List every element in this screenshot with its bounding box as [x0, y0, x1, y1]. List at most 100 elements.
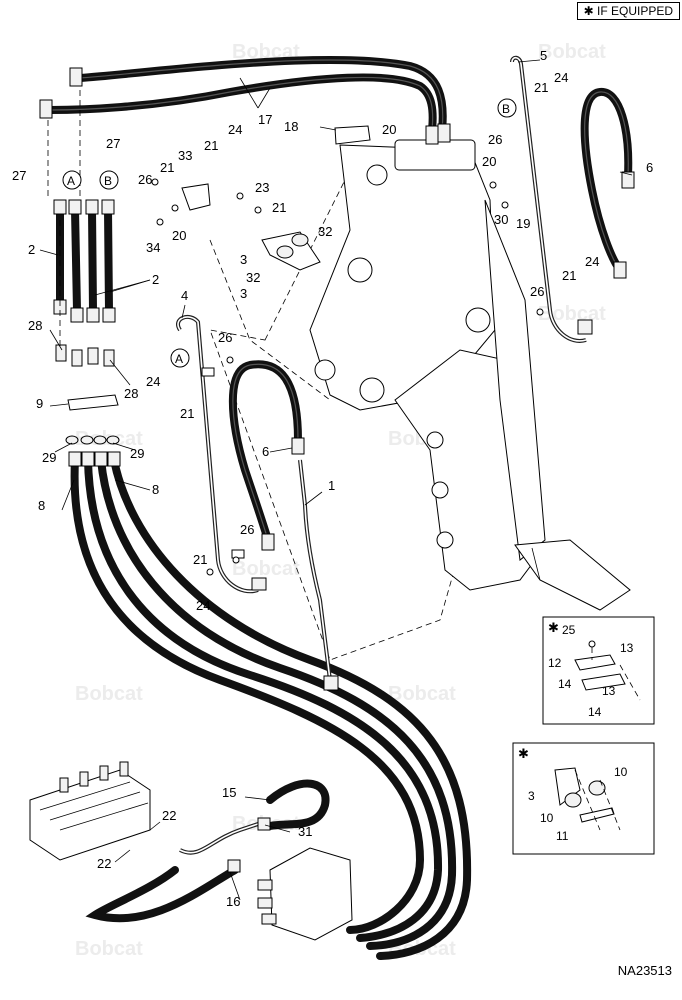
hoses-8: [68, 451, 472, 960]
hose-17: [39, 55, 451, 145]
callout-14: 14: [558, 677, 572, 691]
fitting: [425, 125, 439, 145]
bracket-33: [181, 183, 211, 211]
control-valve: [29, 761, 151, 861]
callout-10: 10: [540, 811, 554, 825]
bracket-9: [67, 394, 119, 411]
watermark: Bobcat: [538, 41, 606, 63]
callout-21: 21: [534, 80, 548, 95]
callout-34: 34: [146, 240, 160, 255]
tube-4: [176, 314, 267, 594]
callout-21: 21: [204, 138, 218, 153]
callout-16: 16: [226, 894, 240, 909]
callout-22: 22: [97, 856, 111, 871]
callout-20: 20: [482, 154, 496, 169]
callout-23: 23: [255, 180, 269, 195]
watermark: Bobcat: [75, 938, 143, 960]
callout-29: 29: [130, 446, 144, 461]
callout-24: 24: [554, 70, 568, 85]
callout-6: 6: [646, 160, 653, 175]
callout-17: 17: [258, 112, 272, 127]
hose-6-right: [580, 88, 635, 279]
callout-18: 18: [284, 119, 298, 134]
bracket-7: [334, 125, 371, 145]
callout-24: 24: [146, 374, 160, 389]
callout-13: 13: [602, 684, 616, 698]
callout-26: 26: [218, 330, 232, 345]
callout-21: 21: [160, 160, 174, 175]
hoses-15-16: [85, 779, 330, 923]
watermark: Bobcat: [388, 683, 456, 705]
callout-5: 5: [540, 48, 547, 63]
callout-32: 32: [318, 224, 332, 239]
callout-20: 20: [382, 122, 396, 137]
callout-28: 28: [28, 318, 42, 333]
ref-marker-a: A: [67, 174, 75, 188]
callout-32: 32: [246, 270, 260, 285]
callout-3: 3: [240, 252, 247, 267]
callout-26: 26: [138, 172, 152, 187]
leader-lines: [39, 59, 633, 901]
fitting: [39, 99, 53, 119]
ref-marker-a: A: [175, 352, 183, 366]
callout-25: 25: [562, 623, 576, 637]
drawing-number: NA23513: [617, 963, 672, 978]
hoses-2: [53, 199, 116, 323]
callout-26: 26: [488, 132, 502, 147]
tube-5: [510, 55, 593, 343]
ref-marker-b: B: [104, 174, 112, 188]
hose-6-middle: [228, 360, 305, 551]
diverter-valve: [257, 847, 353, 941]
callout-33: 33: [178, 148, 192, 163]
callout-2: 2: [28, 242, 35, 257]
callout-12: 12: [548, 656, 562, 670]
small-hardware: [151, 125, 544, 576]
callout-8: 8: [152, 482, 159, 497]
callout-20: 20: [172, 228, 186, 243]
callout-10: 10: [614, 765, 628, 779]
callout-8: 8: [38, 498, 45, 513]
callout-26: 26: [240, 522, 254, 537]
callout-29: 29: [42, 450, 56, 465]
callout-27: 27: [12, 168, 26, 183]
callout-21: 21: [180, 406, 194, 421]
callout-21: 21: [272, 200, 286, 215]
watermark: Bobcat: [75, 683, 143, 705]
callout-24: 24: [196, 598, 210, 613]
inset-clamp-assembly: ✱ 25 12 13 13 14 14: [542, 616, 655, 725]
callout-9: 9: [36, 396, 43, 411]
callout-15: 15: [222, 785, 236, 800]
callout-2: 2: [152, 272, 159, 287]
callout-31: 31: [298, 824, 312, 839]
fittings-28-9-29: [47, 90, 120, 445]
inset-hose-clamp: ✱ 3 10 10 11: [512, 742, 655, 855]
callout-21: 21: [562, 268, 576, 283]
callout-21: 21: [193, 552, 207, 567]
ref-marker-b: B: [502, 102, 510, 116]
callout-3: 3: [240, 286, 247, 301]
callout-19: 19: [516, 216, 530, 231]
callout-24: 24: [585, 254, 599, 269]
if-equipped-note: ✱ IF EQUIPPED: [576, 2, 680, 20]
watermark: Bobcat: [232, 558, 300, 580]
callout-11: 11: [556, 829, 569, 843]
callout-28: 28: [124, 386, 138, 401]
tube-1: [298, 459, 339, 691]
inset-star: ✱: [548, 620, 559, 635]
inset-star: ✱: [518, 746, 529, 761]
reference-markers: A B A B: [62, 98, 517, 368]
callout-30: 30: [494, 212, 508, 227]
loader-arm: [209, 139, 631, 661]
fitting: [69, 67, 83, 87]
fitting: [437, 123, 451, 143]
callout-13: 13: [620, 641, 634, 655]
callout-26: 26: [530, 284, 544, 299]
callout-4: 4: [181, 288, 188, 303]
callout-27: 27: [106, 136, 120, 151]
callouts: 1 2 2 3 3 4 5 6 6 8 8 9 15 16 17 18 19 2…: [12, 48, 653, 909]
callout-3: 3: [528, 789, 535, 803]
callout-14: 14: [588, 705, 602, 719]
callout-24: 24: [228, 122, 242, 137]
callout-22: 22: [162, 808, 176, 823]
